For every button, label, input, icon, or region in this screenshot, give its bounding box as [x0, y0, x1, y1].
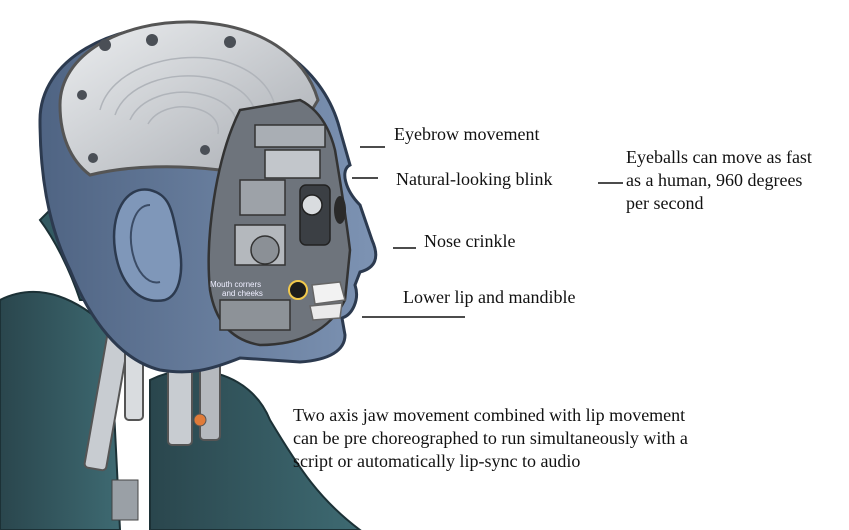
eyeballs-line-1: Eyeballs can move as fast	[626, 146, 812, 169]
jaw-line-1: Two axis jaw movement combined with lip …	[293, 404, 688, 427]
eyeballs-line-3: per second	[626, 192, 812, 215]
jaw-line-2: can be pre choreographed to run simultan…	[293, 427, 688, 450]
face-mechanics	[209, 100, 350, 345]
jaw-line-3: script or automatically lip-sync to audi…	[293, 450, 688, 473]
lower-lip-mandible-label: Lower lip and mandible	[403, 286, 575, 308]
mouth-corners-line2: and cheeks	[210, 289, 263, 298]
mouth-corners-label: Mouth corners and cheeks	[210, 280, 263, 298]
eyeballs-speed-note: Eyeballs can move as fast as a human, 96…	[626, 146, 812, 215]
natural-blink-label: Natural-looking blink	[396, 168, 552, 190]
eyeballs-line-2: as a human, 960 degrees	[626, 169, 812, 192]
eyebrow-movement-label: Eyebrow movement	[394, 123, 539, 145]
nose-crinkle-label: Nose crinkle	[424, 230, 515, 252]
jaw-movement-note: Two axis jaw movement combined with lip …	[293, 404, 688, 473]
mouth-corners-line1: Mouth corners	[210, 280, 263, 289]
